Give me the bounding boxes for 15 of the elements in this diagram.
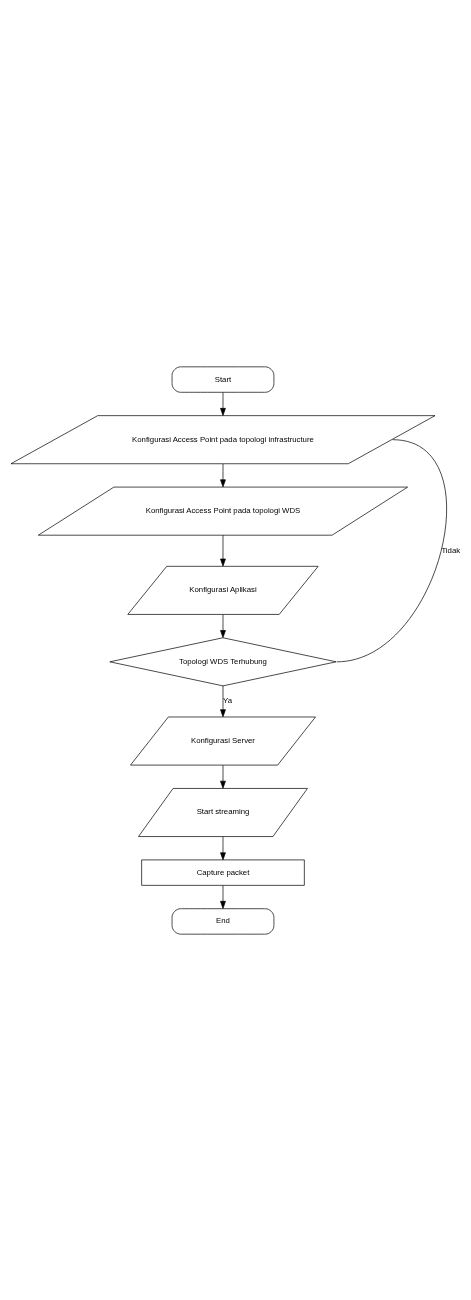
arrow xyxy=(220,534,226,566)
arrow xyxy=(220,764,226,789)
arrow xyxy=(220,884,226,909)
arrow xyxy=(220,685,226,717)
arrow xyxy=(220,835,226,860)
edge-label: Tidak xyxy=(441,545,461,555)
connector xyxy=(336,438,447,662)
node-box: End xyxy=(171,907,275,935)
edge-label: Ya xyxy=(223,695,233,705)
arrow xyxy=(220,613,226,638)
arrow xyxy=(220,391,226,416)
arrow xyxy=(220,463,226,487)
node-diamond: Topologi WDS Terhubung xyxy=(109,636,337,686)
node-box: Capture packet xyxy=(141,859,305,886)
node-box: Start xyxy=(171,365,275,393)
